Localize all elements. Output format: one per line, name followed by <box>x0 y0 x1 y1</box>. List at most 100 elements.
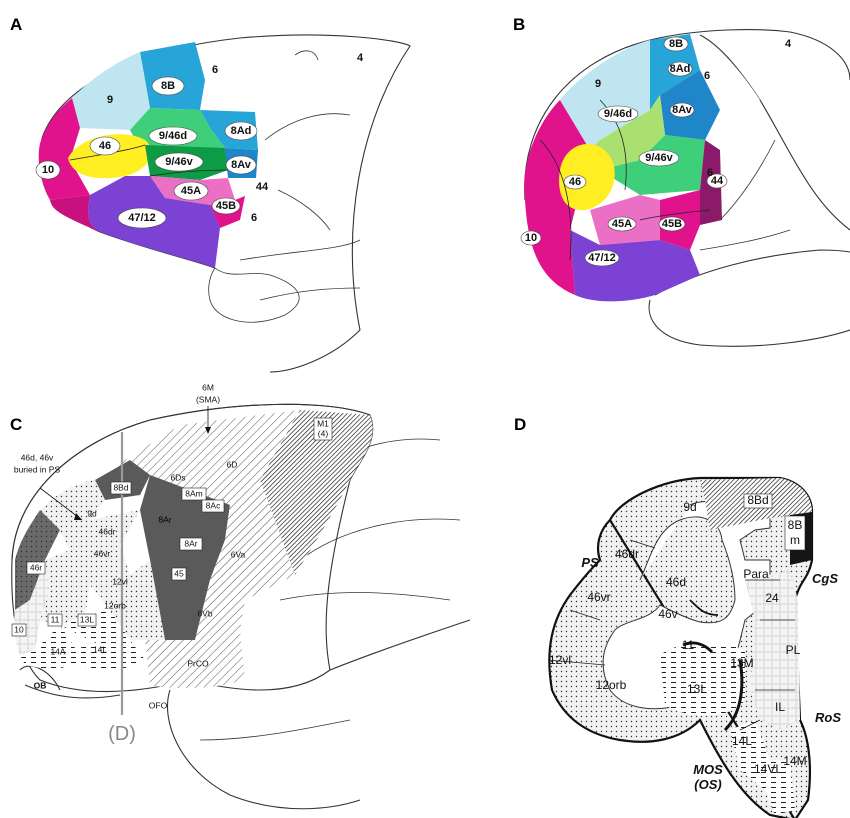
area-b-9-46d <box>590 95 665 170</box>
area-label: 13L <box>687 682 707 696</box>
area-label: 45B <box>662 218 682 230</box>
panel-b-label: B <box>513 15 525 34</box>
area-label: 11 <box>682 638 695 652</box>
panel-b: B 8B 4 8Ad 9 6 9/46d <box>513 15 850 347</box>
sulcus-label: MOS <box>693 762 723 777</box>
area-d-14L <box>730 720 770 790</box>
area-label: 10 <box>525 232 537 244</box>
area-label: 8Av <box>231 159 252 171</box>
area-b-47-12 <box>570 230 700 302</box>
area-label: 46 <box>569 176 581 188</box>
area-label: m <box>790 533 800 547</box>
area-label: 8Bd <box>747 493 768 507</box>
area-label: 6 <box>704 70 710 82</box>
area-label: 6M <box>202 382 214 392</box>
area-label: 8B <box>161 80 175 92</box>
area-label: 13M <box>730 656 753 670</box>
area-label: 14L <box>732 734 752 748</box>
area-label: 9d <box>87 508 97 518</box>
panel-d: D 8Bd 8B m 9d 46dr 46d P <box>514 415 841 818</box>
area-c-14L <box>70 640 145 672</box>
area-label: 6Ds <box>170 472 185 482</box>
area-label: OFO <box>149 700 168 710</box>
area-label: 9 <box>107 94 113 106</box>
area-label: 8B <box>788 518 803 532</box>
area-label: 13L <box>80 614 94 624</box>
area-label: 44 <box>711 175 724 187</box>
area-label: 9/46v <box>165 156 193 168</box>
area-b-46 <box>559 143 615 211</box>
area-label: 45 <box>174 568 184 578</box>
area-b-6top <box>690 34 760 110</box>
sulcus-label: PS <box>581 555 599 570</box>
area-label: 45A <box>612 218 632 230</box>
area-label: 14M <box>783 754 806 768</box>
area-label: Para <box>743 567 769 581</box>
sulcus-label: (OS) <box>694 777 721 792</box>
area-label: 46vr <box>94 548 111 558</box>
section-marker: (D) <box>108 723 136 745</box>
area-label: 10 <box>42 164 54 176</box>
area-label: 46 <box>99 140 111 152</box>
area-label: M1 <box>317 418 329 428</box>
area-d-14VL <box>765 760 795 815</box>
area-label: 47/12 <box>588 252 616 264</box>
area-label: 9/46v <box>645 152 673 164</box>
area-label: 14A <box>50 646 65 656</box>
area-label: (4) <box>318 428 329 438</box>
area-label: 11 <box>51 614 60 624</box>
annotation-line-1: 46d, 46v <box>21 452 54 462</box>
area-label: 46r <box>30 562 42 572</box>
area-label: PL <box>786 643 801 657</box>
sulcus-label: RoS <box>815 710 841 725</box>
area-a-8B <box>140 42 205 110</box>
area-label: 4 <box>357 52 364 64</box>
area-c-12vl <box>90 560 165 640</box>
area-label: 24 <box>765 591 779 605</box>
area-label: 44 <box>256 181 269 193</box>
area-label: 14L <box>93 644 107 654</box>
panel-a: A 9 8B 6 4 9/46d <box>10 15 411 373</box>
area-label: 12vl <box>549 653 571 667</box>
area-a-9 <box>72 52 150 130</box>
area-c-8A <box>140 475 230 640</box>
area-label: 8Bd <box>113 482 128 492</box>
area-c-M1 <box>260 410 373 575</box>
area-label: 9/46d <box>604 108 632 120</box>
area-a-46 <box>68 134 152 179</box>
area-c-6Va <box>210 480 295 600</box>
area-label: 46dr <box>615 547 639 561</box>
area-c-46r <box>15 510 60 610</box>
area-label: 45A <box>181 185 201 197</box>
area-label: 8Ac <box>206 500 221 510</box>
area-label: 10 <box>14 624 24 634</box>
area-c-6D <box>110 410 300 505</box>
area-label: 8Ar <box>158 514 171 524</box>
area-c-9d <box>40 480 105 530</box>
panel-c-label: C <box>10 415 22 434</box>
area-label: 45B <box>216 200 236 212</box>
panel-c: C (D) 46d, 46 <box>10 382 471 810</box>
area-label: PrCO <box>187 658 209 668</box>
area-label: 8Ad <box>670 63 691 75</box>
annotation-line-2: buried in PS <box>14 464 61 474</box>
area-d-13L <box>660 643 745 716</box>
area-label: 6 <box>707 167 713 179</box>
area-c-46d <box>60 510 140 550</box>
panel-a-label: A <box>10 15 22 34</box>
area-c-13L <box>60 610 130 645</box>
area-label: 14VL <box>754 762 782 776</box>
area-label: 8B <box>669 38 683 50</box>
area-label: 8Ar <box>184 538 197 548</box>
area-label: (SMA) <box>196 394 220 404</box>
area-c-46v <box>45 545 130 590</box>
area-label: 6Va <box>231 549 246 559</box>
area-a-10-lower <box>50 195 100 232</box>
sulcus-label: CgS <box>812 571 838 586</box>
area-label: 9/46d <box>159 130 187 142</box>
area-label: 47/12 <box>128 212 156 224</box>
area-label: 12vl <box>112 576 128 586</box>
area-label: 6 <box>251 212 257 224</box>
area-c-6Vb <box>195 580 245 640</box>
